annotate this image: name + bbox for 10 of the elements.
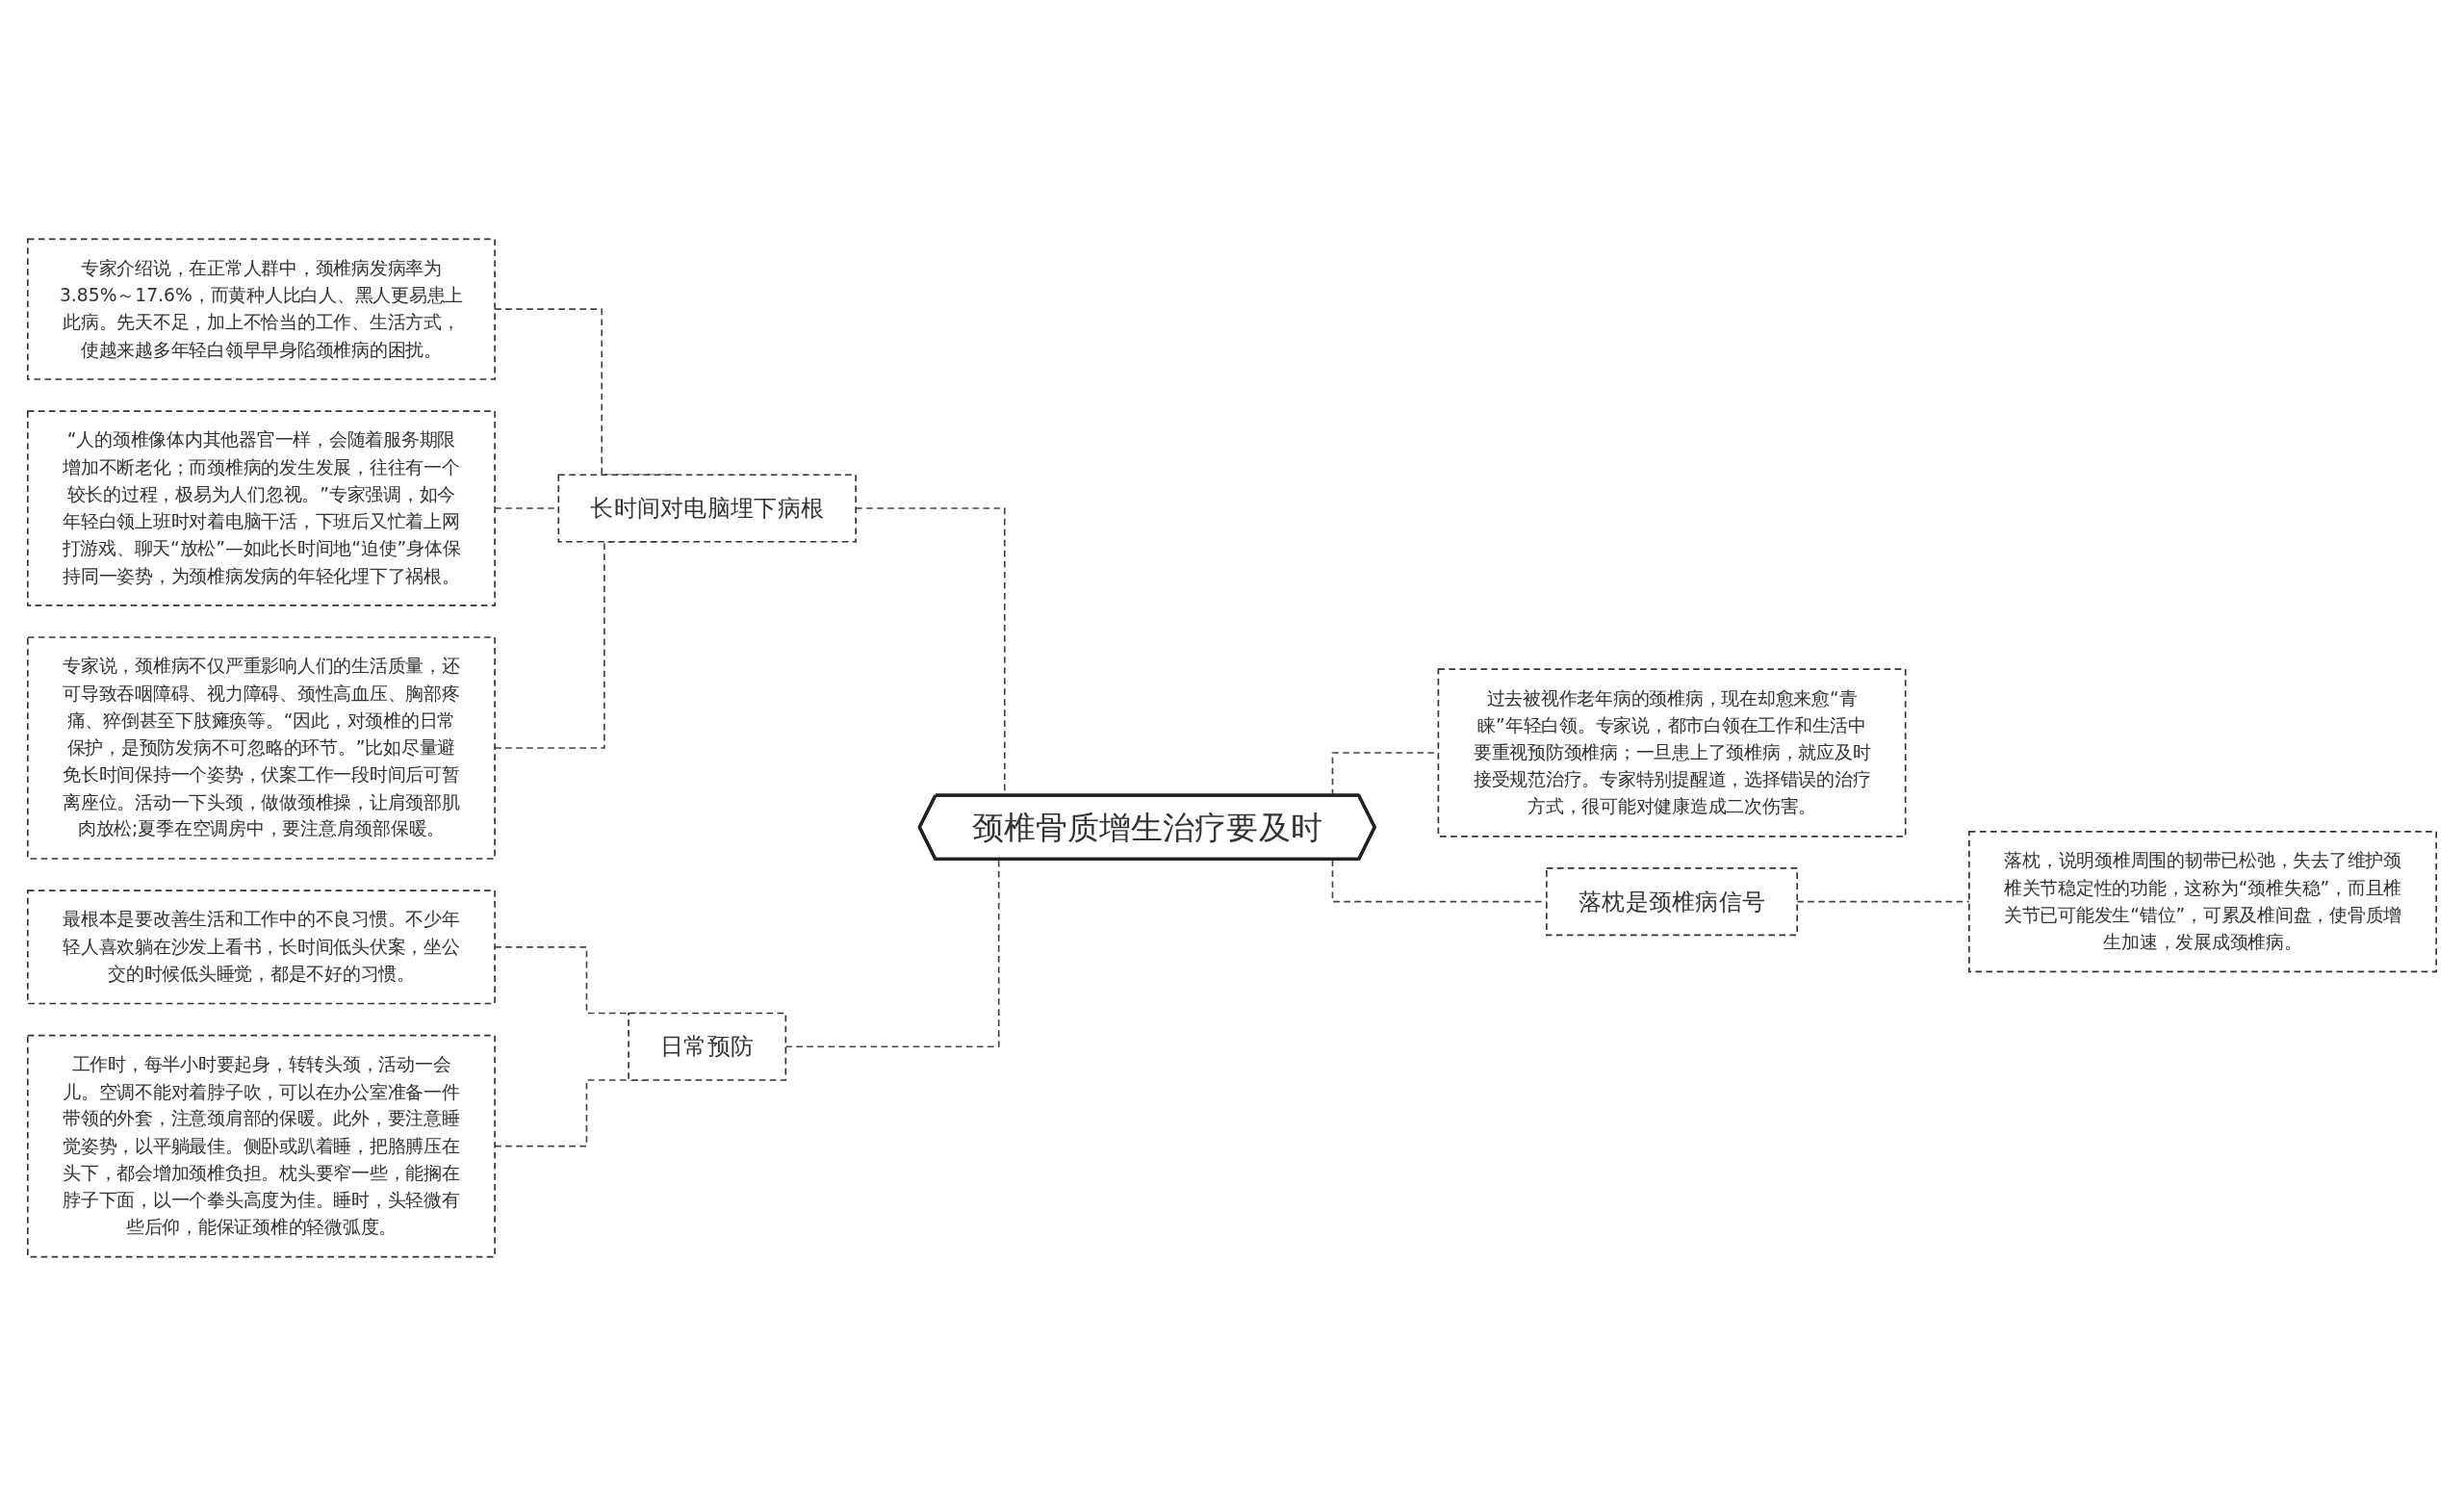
- node-box: 落枕是颈椎病信号: [1546, 866, 1798, 936]
- node-box: 长时间对电脑埋下病根: [557, 473, 857, 543]
- node-box: “人的颈椎像体内其他器官一样，会随着服务期限增加不断老化；而颈椎病的发生发展，往往有一个较长的过程，极易为人们忽视。”专家强调，如今年轻白领上班时对着电脑干活，下班后又忙着上网打游戏、聊天“放松”—如此长时间地“迫使”身体保持同一姿势，为颈椎病发病的年轻化埋下了祸根。: [27, 409, 496, 606]
- node-box: 落枕，说明颈椎周围的韧带已松弛，失去了维护颈椎关节稳定性的功能，这称为“颈椎失稳”，而且椎关节已可能发生“错位”，可累及椎间盘，使骨质增生加速，发展成颈椎病。: [1968, 830, 2437, 972]
- node-box: 专家介绍说，在正常人群中，颈椎病发病率为3.85%～17.6%，而黄种人比白人、黑人更易患上此病。先天不足，加上不恰当的工作、生活方式，使越来越多年轻白领早早身陷颈椎病的困扰。: [27, 238, 496, 380]
- node-box: 过去被视作老年病的颈椎病，现在却愈来愈“青睐”年轻白领。专家说，都市白领在工作和生活中要重视预防颈椎病；一旦患上了颈椎病，就应及时接受规范治疗。专家特别提醒道，选择错误的治疗方式，很可能对健康造成二次伤害。: [1437, 667, 1907, 838]
- node-box: 工作时，每半小时要起身，转转头颈，活动一会儿。空调不能对着脖子吹，可以在办公室准备一件带领的外套，注意颈肩部的保暖。此外，要注意睡觉姿势，以平躺最佳。侧卧或趴着睡，把胳膊压在头下，都会增加颈椎负担。枕头要窄一些，能搁在脖子下面，以一个拳头高度为佳。睡时，头轻微有些后仰，能保证颈椎的轻微弧度。: [27, 1034, 496, 1257]
- node-box: 最根本是要改善生活和工作中的不良习惯。不少年轻人喜欢躺在沙发上看书，长时间低头伏案，坐公交的时候低头睡觉，都是不好的习惯。: [27, 889, 496, 1004]
- node-box: 日常预防: [628, 1012, 787, 1081]
- node-box: 专家说，颈椎病不仅严重影响人们的生活质量，还可导致吞咽障碍、视力障碍、颈性高血压、胸部疼痛、猝倒甚至下肢瘫痪等。“因此，对颈椎的日常保护，是预防发病不可忽略的环节。”比如尽量避免长时间保持一个姿势，伏案工作一段时间后可暂离座位。活动一下头颈，做做颈椎操，让肩颈部肌肉放松;夏季在空调房中，要注意肩颈部保暖。: [27, 635, 496, 860]
